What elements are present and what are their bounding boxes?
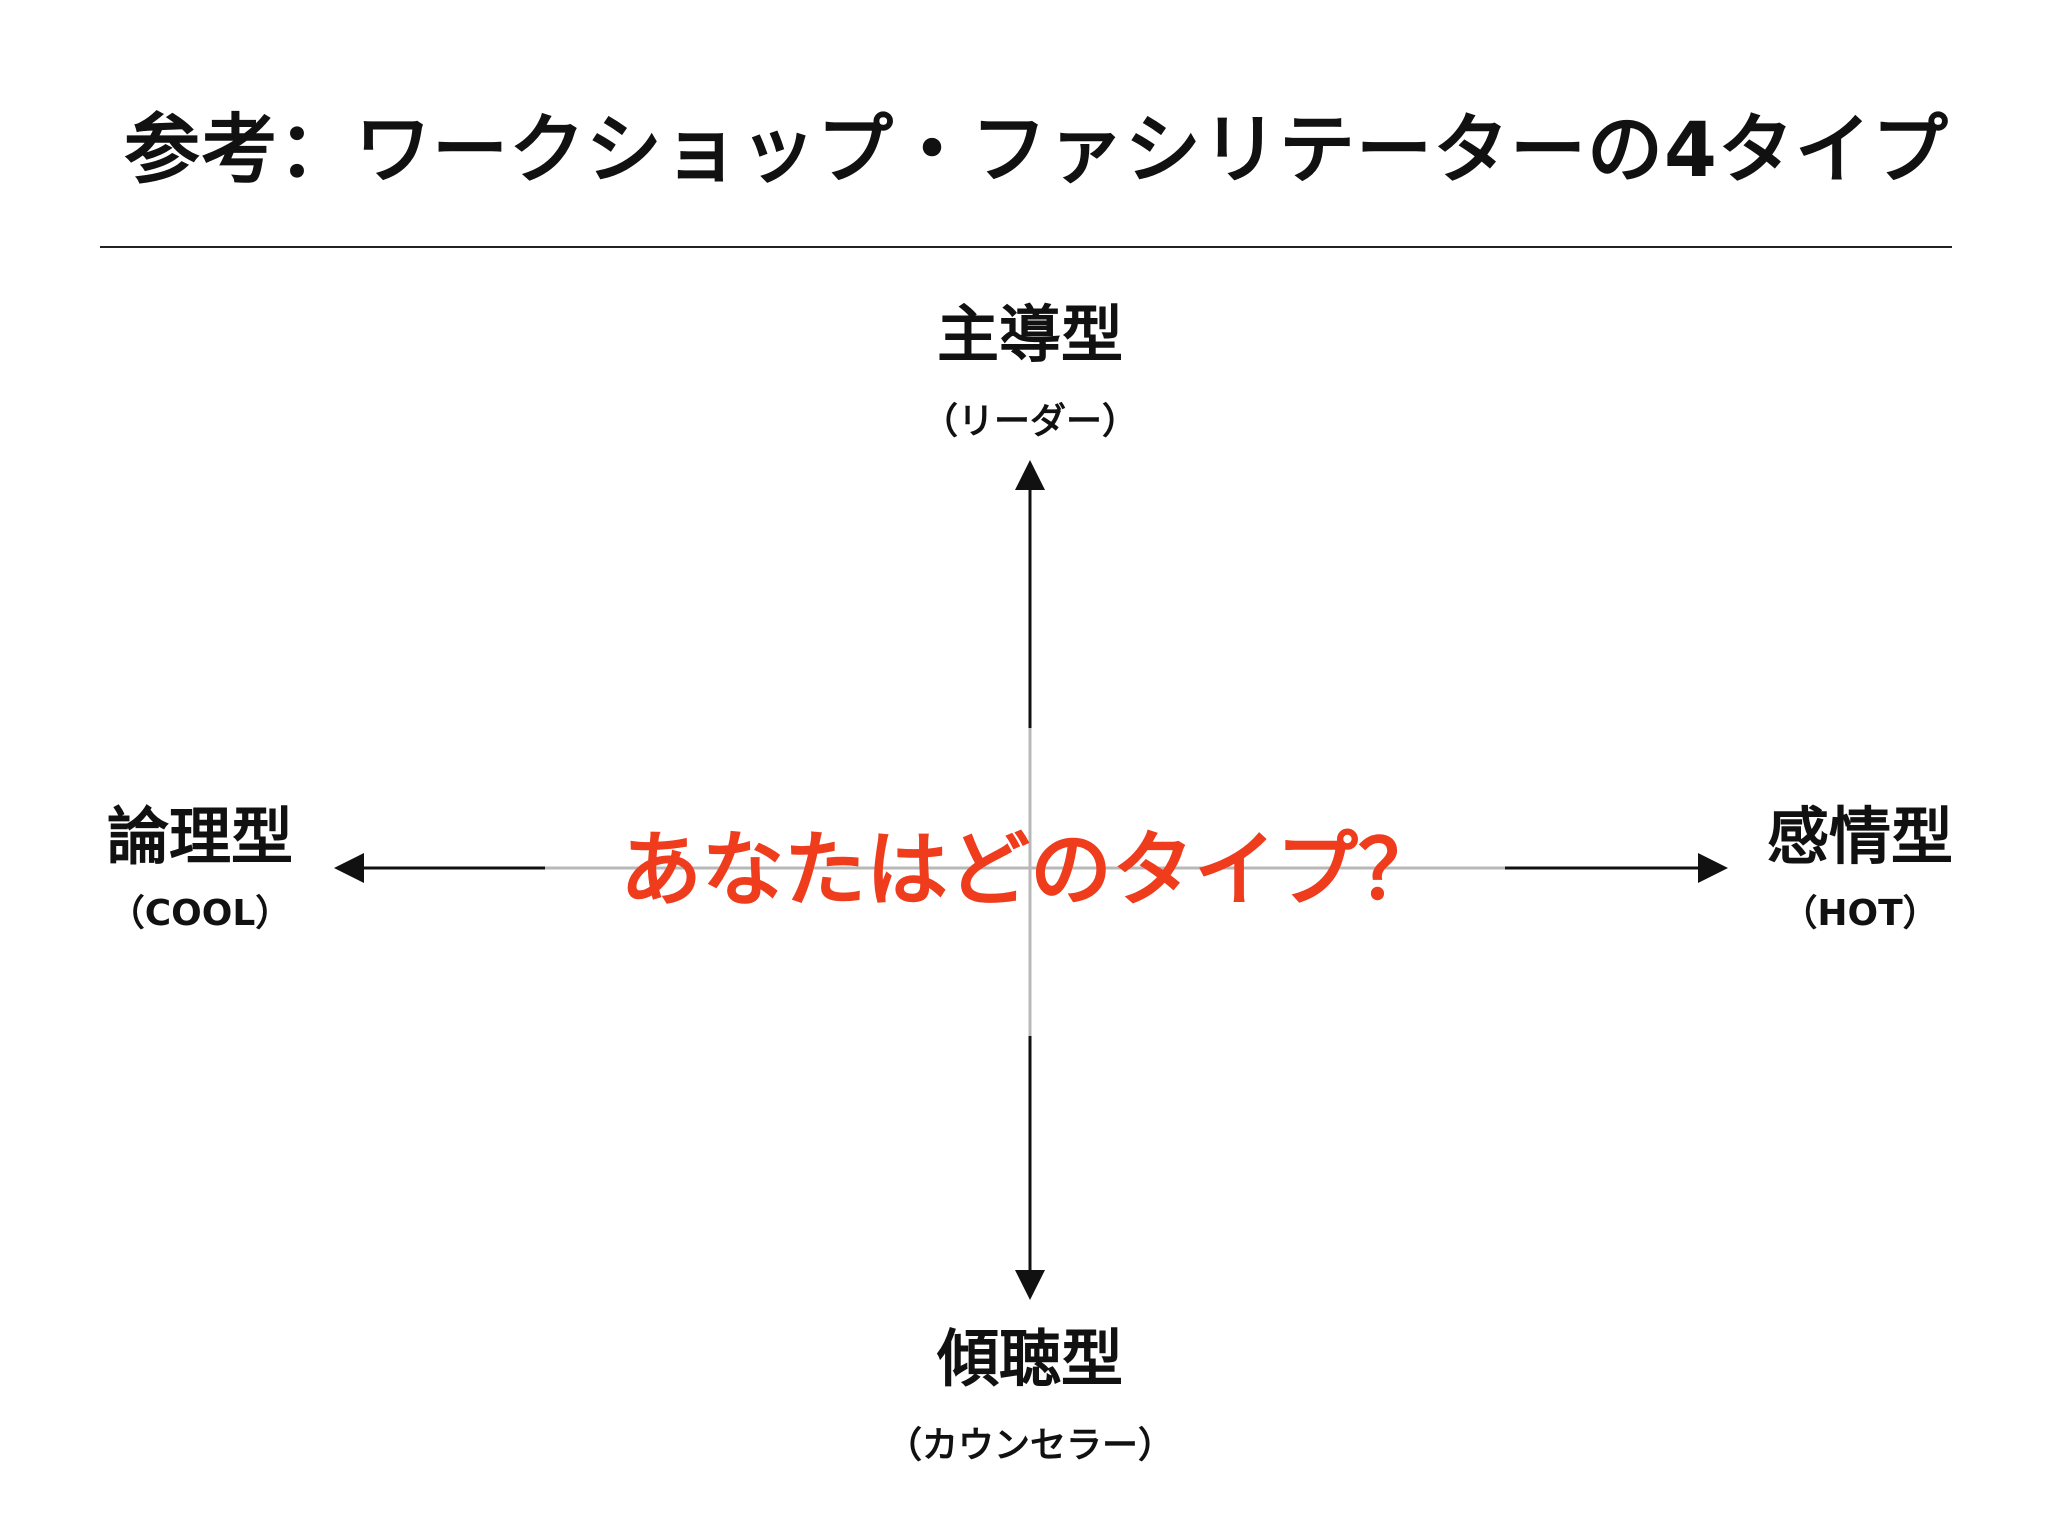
axis-label-left-sub: （COOL） <box>108 893 292 935</box>
axis-label-bottom-main: 傾聴型 <box>936 1322 1123 1395</box>
axis-label-left-main: 論理型 <box>106 800 293 873</box>
axis-label-left: 論理型 （COOL） <box>50 800 350 936</box>
center-question: あなたはどのタイプ？ <box>619 823 1440 918</box>
axis-label-right-main: 感情型 <box>1766 800 1953 873</box>
page-title: 参考：ワークショップ・ファシリテーターの4タイプ <box>124 105 1949 194</box>
axis-label-bottom: 傾聴型 （カウンセラー） <box>830 1322 1230 1468</box>
title-divider <box>100 246 1952 248</box>
axis-label-top-main: 主導型 <box>936 298 1123 371</box>
axis-label-right-sub: （HOT） <box>1781 893 1939 935</box>
axis-label-top: 主導型 （リーダー） <box>830 298 1230 444</box>
axis-label-bottom-sub: （カウンセラー） <box>885 1425 1174 1467</box>
axis-label-right: 感情型 （HOT） <box>1710 800 2010 936</box>
axis-label-top-sub: （リーダー） <box>921 401 1138 443</box>
